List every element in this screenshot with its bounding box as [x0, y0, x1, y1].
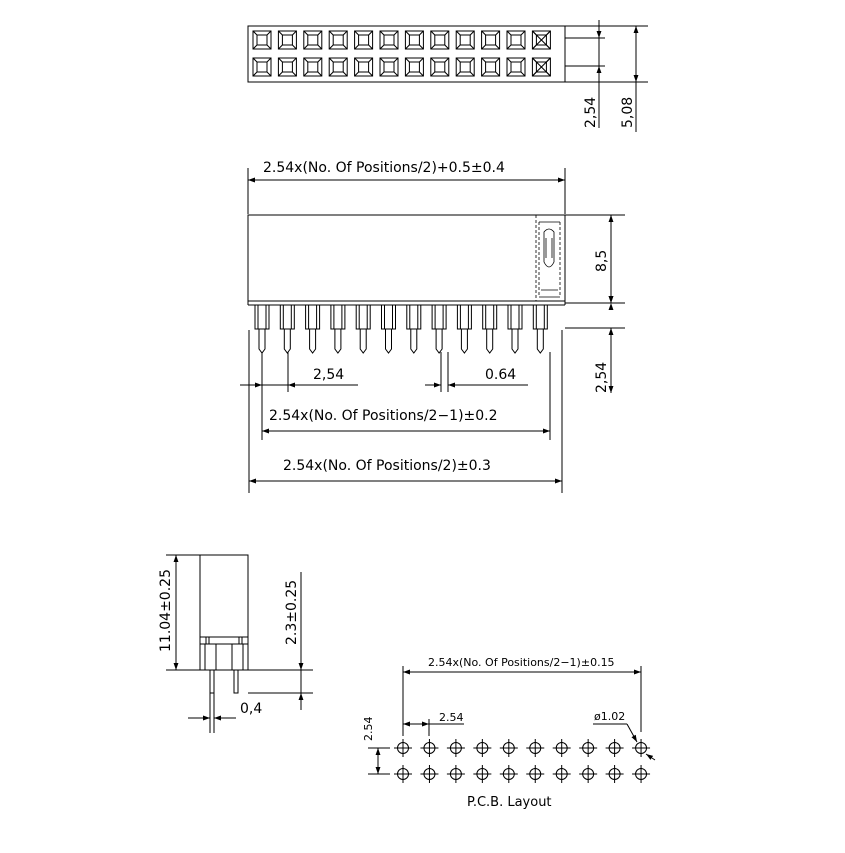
pcb-hole [499, 739, 518, 757]
pcb-layout [368, 666, 656, 783]
front-pin [406, 304, 422, 354]
pcb-hole [526, 765, 545, 783]
pcb-hole [526, 739, 545, 757]
front-pin [381, 304, 396, 354]
front-pin [355, 304, 371, 354]
top-view-cell [430, 30, 450, 50]
pcb-hole [605, 765, 624, 783]
front-length-label: 2.54x(No. Of Positions/2)±0.3 [283, 458, 491, 474]
front-span-label: 2.54x(No. Of Positions/2−1)±0.2 [269, 408, 498, 424]
top-view-cell [303, 57, 323, 77]
front-pin [456, 304, 472, 354]
front-tail-label: 2,54 [594, 362, 610, 393]
side-pin-label: 0,4 [240, 701, 262, 717]
side-pin-left [209, 669, 215, 694]
side-view [166, 554, 313, 733]
top-view-cell [506, 57, 526, 77]
pcb-row-pitch-label: 2.54 [362, 717, 375, 742]
pcb-hole [605, 739, 624, 757]
top-view-cell [455, 30, 475, 50]
top-view-cell [277, 30, 297, 50]
top-view-cell [531, 57, 551, 77]
pcb-hole-label: ø1.02 [594, 710, 625, 723]
top-view-cell [506, 30, 526, 50]
pcb-hole [552, 739, 571, 757]
top-view-cell [379, 57, 399, 77]
pcb-hole [420, 765, 439, 783]
top-width-label: 5,08 [620, 97, 636, 128]
pcb-hole [394, 739, 412, 757]
top-view-cell [379, 30, 399, 50]
front-pin [305, 304, 321, 354]
front-height-label: 8,5 [594, 250, 610, 272]
top-pitch-label: 2,54 [583, 97, 599, 128]
pcb-hole [394, 765, 412, 783]
pcb-hole [499, 765, 518, 783]
top-view-cell [430, 57, 450, 77]
front-pitch-label: 2,54 [313, 367, 344, 383]
top-view-cell [481, 57, 501, 77]
front-contact-detail [535, 215, 561, 301]
pcb-span-label: 2.54x(No. Of Positions/2−1)±0.15 [428, 656, 615, 669]
pcb-holes [394, 739, 651, 783]
top-view-cell [354, 30, 374, 50]
pcb-hole [579, 765, 598, 783]
pcb-hole [632, 739, 651, 757]
pcb-hole [420, 739, 439, 757]
front-view-pins [254, 304, 548, 354]
top-view-cell [328, 57, 348, 77]
pcb-hole [473, 765, 492, 783]
top-view-cell [252, 30, 272, 50]
front-pin [330, 304, 346, 354]
side-view-housing [199, 554, 249, 671]
top-view-cell [531, 30, 551, 50]
front-overall-label: 2.54x(No. Of Positions/2)+0.5±0.4 [263, 160, 505, 176]
top-view [247, 20, 648, 132]
top-view-cell [481, 30, 501, 50]
pcb-hole [552, 765, 571, 783]
front-view-housing [247, 214, 566, 302]
front-pin [532, 304, 548, 354]
top-view-cell [252, 57, 272, 77]
pcb-hole [632, 765, 651, 783]
top-view-cell [455, 57, 475, 77]
front-view [240, 168, 625, 493]
front-pin [431, 304, 447, 354]
pcb-hole [579, 739, 598, 757]
front-pin [507, 304, 523, 354]
front-pin-label: 0.64 [485, 367, 516, 383]
top-view-cell [404, 30, 424, 50]
top-view-cells [252, 30, 551, 77]
top-view-cell [277, 57, 297, 77]
pcb-hole [446, 765, 465, 783]
side-height-label: 11.04±0.25 [158, 569, 174, 652]
top-view-cell [328, 30, 348, 50]
top-view-housing [247, 25, 566, 83]
front-pin [254, 304, 270, 354]
front-pin [482, 304, 498, 354]
side-pin-right [233, 669, 239, 694]
side-tail-label: 2.3±0.25 [284, 580, 300, 645]
pcb-hole [473, 739, 492, 757]
top-view-cell [303, 30, 323, 50]
top-view-cell [354, 57, 374, 77]
pcb-pitch-label: 2.54 [439, 711, 464, 724]
front-pin [279, 304, 295, 354]
pcb-hole [446, 739, 465, 757]
pcb-layout-title: P.C.B. Layout [467, 795, 552, 810]
top-view-cell [404, 57, 424, 77]
